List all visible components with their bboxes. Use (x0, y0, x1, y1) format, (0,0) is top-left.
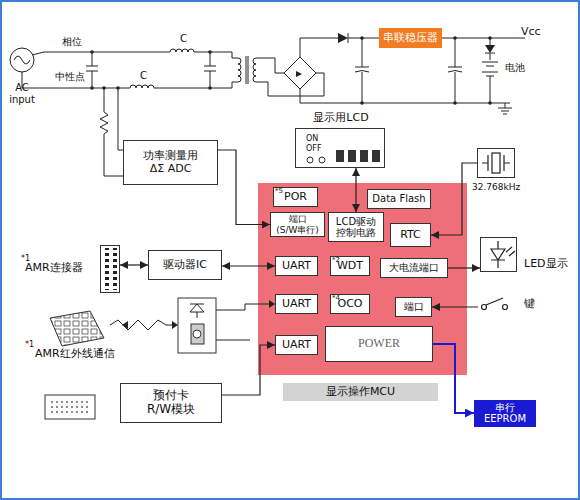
connector-pins (102, 248, 118, 290)
eeprom-box: 串行 EEPROM (474, 400, 536, 427)
circuit-label: 中性点 (55, 71, 85, 83)
node-text: 端口 (404, 301, 424, 313)
port-box: 端口 (S/W串行) (270, 212, 325, 237)
node-text: 键 (524, 298, 535, 311)
connector (222, 345, 275, 395)
node-text: POR (284, 191, 307, 204)
power-box: POWER (325, 326, 433, 362)
node-text: 32.768kHz (472, 182, 520, 192)
ir-link (110, 320, 172, 330)
node-text: AMR连接器 (25, 262, 83, 275)
connector (431, 163, 477, 235)
node-text: 显示用LCD (296, 112, 386, 125)
lcd-segments (336, 150, 380, 162)
uart-box: UART (275, 294, 318, 314)
node-text: OCO (338, 298, 363, 311)
node-text: 端口 (S/W串行) (273, 214, 323, 235)
circuit-label: 电池 (505, 62, 525, 74)
led-symbol (491, 241, 515, 268)
node-text: POWER (358, 337, 400, 351)
node-text: LED显示 (524, 258, 568, 271)
node-text: *5 (275, 187, 283, 195)
led-box: LED显示 (480, 237, 517, 272)
crystal-symbol (482, 153, 510, 173)
port-box: 大电流端口 (380, 258, 448, 278)
rtc-box: RTC (390, 223, 431, 247)
card-icon (45, 395, 95, 419)
regulator-box: 串联稳压器 (379, 28, 442, 48)
connector (355, 168, 356, 212)
amr-connector: *1AMR连接器 (100, 245, 120, 293)
circuit-label: Vcc (521, 26, 541, 39)
circuit-label: AC input (5, 82, 39, 105)
node-text: 串行 EEPROM (480, 402, 530, 425)
circuit-label: 相位 (62, 36, 82, 48)
mcu-fill (258, 183, 467, 375)
node-text: RTC (400, 229, 421, 242)
key-switch: 键 (478, 296, 510, 312)
connector (120, 264, 148, 265)
oco-box: *4OCO (330, 294, 370, 314)
node-text: Data Flash (372, 193, 425, 205)
lcd-driver-box: LCD驱动 控制电路 (328, 212, 384, 242)
node-text: *1 (25, 340, 34, 349)
node-text: 串联稳压器 (383, 32, 438, 45)
wdt-box: *2WDT (330, 256, 370, 276)
node-text: 预付卡 R/W模块 (140, 389, 202, 417)
node-text: ON (306, 134, 318, 143)
circuit-label: C (180, 33, 187, 45)
node-text: WDT (337, 260, 363, 273)
por-box: *5POR (273, 187, 318, 207)
node-text: 大电流端口 (389, 262, 439, 274)
lcd-display: 显示用LCDONOFF (295, 128, 385, 168)
mcu-block: 显示操作MCU*5PORData Flash端口 (S/W串行)LCD驱动 控制… (258, 183, 467, 375)
uart-box: UART (275, 335, 318, 355)
circuit-label: C (140, 70, 147, 82)
flash-box: Data Flash (367, 189, 431, 209)
connector (222, 265, 275, 266)
adc-box: 功率测量用 ΔΣ ADC (123, 140, 218, 185)
switch-symbol (482, 298, 508, 310)
uart-box: UART (275, 256, 318, 276)
node-text: UART (282, 298, 311, 311)
driver-ic-box: 驱动器IC (148, 250, 222, 280)
power-circuit (10, 33, 525, 176)
card-reader-box: 预付卡 R/W模块 (120, 383, 222, 423)
node-text: 功率测量用 ΔΣ ADC (135, 150, 207, 175)
node-text: 显示操作MCU (283, 383, 438, 401)
connector (218, 150, 270, 225)
keypad-icon (50, 311, 104, 346)
node-text: UART (282, 339, 311, 352)
node-text: UART (282, 260, 311, 273)
ir-keypad: *1AMR红外线通信 (50, 310, 105, 347)
port-box: 端口 (395, 297, 432, 317)
connector (432, 306, 478, 307)
connector (448, 267, 480, 268)
node-text: 驱动器IC (163, 259, 207, 272)
node-text: OFF (306, 144, 322, 153)
node-text: AMR红外线通信 (35, 348, 115, 361)
connector (433, 344, 474, 413)
node-text: LCD驱动 控制电路 (332, 216, 380, 239)
crystal-box: 32.768kHz (477, 148, 515, 178)
